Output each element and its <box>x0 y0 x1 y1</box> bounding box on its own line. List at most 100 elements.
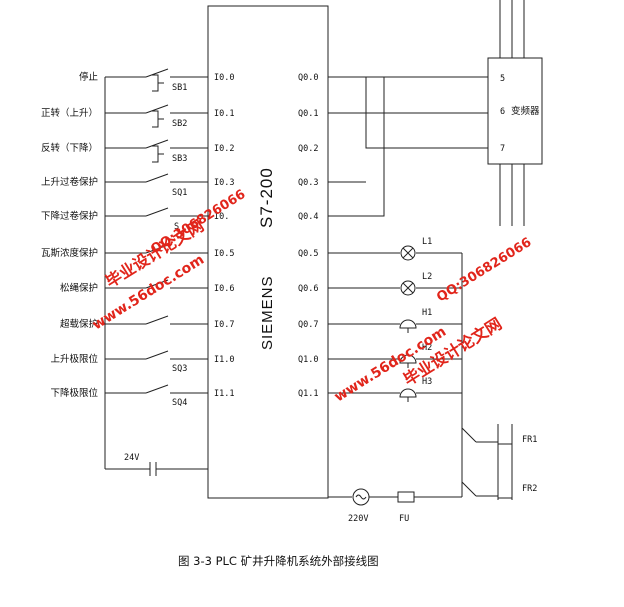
inverter-terminal-6: 6 <box>500 107 505 117</box>
watermark-qq-2: QQ:306826066 <box>434 235 534 305</box>
input-label: 瓦斯浓度保护 <box>41 247 98 259</box>
fr2-contact <box>461 481 498 497</box>
fr1-contact <box>461 427 498 443</box>
plc-brand: SIEMENS <box>259 275 276 350</box>
wire-q00-to-inv7 <box>365 77 488 149</box>
horn-icon <box>399 388 417 398</box>
input-label: 反转（下降） <box>41 142 98 154</box>
input-tag: SB2 <box>172 119 187 129</box>
input-label: 松绳保护 <box>60 282 98 294</box>
output-row: Q0.3 <box>298 178 318 188</box>
input-label: 上升过卷保护 <box>41 176 98 188</box>
horn-icon <box>399 319 417 329</box>
output-address: Q1.0 <box>298 355 318 365</box>
wire-q04 <box>328 77 385 217</box>
output-row: Q0.2 <box>298 144 318 154</box>
input-tag: SQ4 <box>172 398 187 408</box>
input-label: 停止 <box>79 71 99 83</box>
horn-icon <box>399 354 417 364</box>
input-label: 超载保护 <box>60 318 98 330</box>
output-row: Q0.6 L2 <box>298 272 462 296</box>
watermark-left: www.56doc.com QQ:306826066 毕业设计论文网 <box>90 187 249 333</box>
fuse-label: FU <box>399 514 409 524</box>
input-address: I1.1 <box>214 389 234 399</box>
output-address: Q0.5 <box>298 249 318 259</box>
watermark-right: www.56doc.com QQ:306826066 毕业设计论文网 <box>332 235 535 405</box>
input-label: 上升极限位 <box>50 353 98 365</box>
fr2-coil <box>497 488 512 499</box>
input-row: 松绳保护 I0.6 <box>60 279 234 294</box>
fr1-label: FR1 <box>522 435 537 445</box>
fuse-symbol <box>397 491 415 503</box>
plc-model: S7-200 <box>257 167 276 228</box>
input-row: 瓦斯浓度保护 I0.5 <box>41 244 234 259</box>
input-address: I0.5 <box>214 249 234 259</box>
input-contact <box>145 350 169 360</box>
output-row: Q0.1 <box>298 109 318 119</box>
input-address: I0. <box>214 212 229 222</box>
lamp-cross <box>402 282 414 294</box>
input-tag: SQ1 <box>172 188 187 198</box>
input-tag: SB1 <box>172 83 187 93</box>
output-row: Q0.7 H1 <box>298 308 462 333</box>
lamp-icon <box>400 280 416 296</box>
input-label: 下降极限位 <box>50 387 98 399</box>
output-address: Q0.7 <box>298 320 318 330</box>
input-label: 正转（上升） <box>41 107 98 119</box>
output-row: Q0.5 L1 <box>298 237 462 261</box>
input-tag: S <box>174 222 179 232</box>
lamp-icon <box>400 245 416 261</box>
input-row: 下降过卷保护 I0. S <box>41 207 229 232</box>
input-address: I0.3 <box>214 178 234 188</box>
load-label: H1 <box>422 308 432 318</box>
output-row: Q0.4 <box>298 212 318 222</box>
output-address: Q0.0 <box>298 73 318 83</box>
dc-supply-label: 24V <box>124 453 139 463</box>
input-contact <box>145 104 169 114</box>
output-address: Q0.4 <box>298 212 318 222</box>
output-address: Q0.3 <box>298 178 318 188</box>
load-label: H2 <box>422 343 432 353</box>
ac-wave-icon <box>355 494 367 500</box>
figure-caption: 图 3-3 PLC 矿井升降机系统外部接线图 <box>178 554 379 568</box>
input-contact <box>145 315 169 325</box>
output-address: Q1.1 <box>298 389 318 399</box>
output-row: Q1.1 H3 <box>298 377 462 402</box>
input-address: I1.0 <box>214 355 234 365</box>
input-contact <box>145 279 169 289</box>
input-contact <box>145 139 169 149</box>
pushbutton-icon <box>152 110 164 128</box>
fr1-coil <box>497 434 512 445</box>
input-address: I0.0 <box>214 73 234 83</box>
pushbutton-icon <box>152 145 164 163</box>
plc-body <box>207 5 329 499</box>
lamp-cross <box>402 247 414 259</box>
ac-supply-label: 220V <box>348 514 368 524</box>
input-address: I0.1 <box>214 109 234 119</box>
fr2-label: FR2 <box>522 484 537 494</box>
input-tag: SQ3 <box>172 364 187 374</box>
input-address: I0.7 <box>214 320 234 330</box>
load-label: L2 <box>422 272 432 282</box>
input-address: I0.2 <box>214 144 234 154</box>
input-label: 下降过卷保护 <box>41 210 98 222</box>
input-address: I0.6 <box>214 284 234 294</box>
output-address: Q0.1 <box>298 109 318 119</box>
pushbutton-icon <box>152 74 164 92</box>
inverter-terminal-5: 5 <box>500 74 505 84</box>
load-label: H3 <box>422 377 432 387</box>
input-contact <box>145 68 169 78</box>
input-row: 超载保护 I0.7 <box>60 315 234 330</box>
output-address: Q0.6 <box>298 284 318 294</box>
output-address: Q0.2 <box>298 144 318 154</box>
load-label: L1 <box>422 237 432 247</box>
output-row: Q1.0 H2 <box>298 343 462 368</box>
inverter-terminal-7: 7 <box>500 144 505 154</box>
input-contact <box>145 173 169 183</box>
